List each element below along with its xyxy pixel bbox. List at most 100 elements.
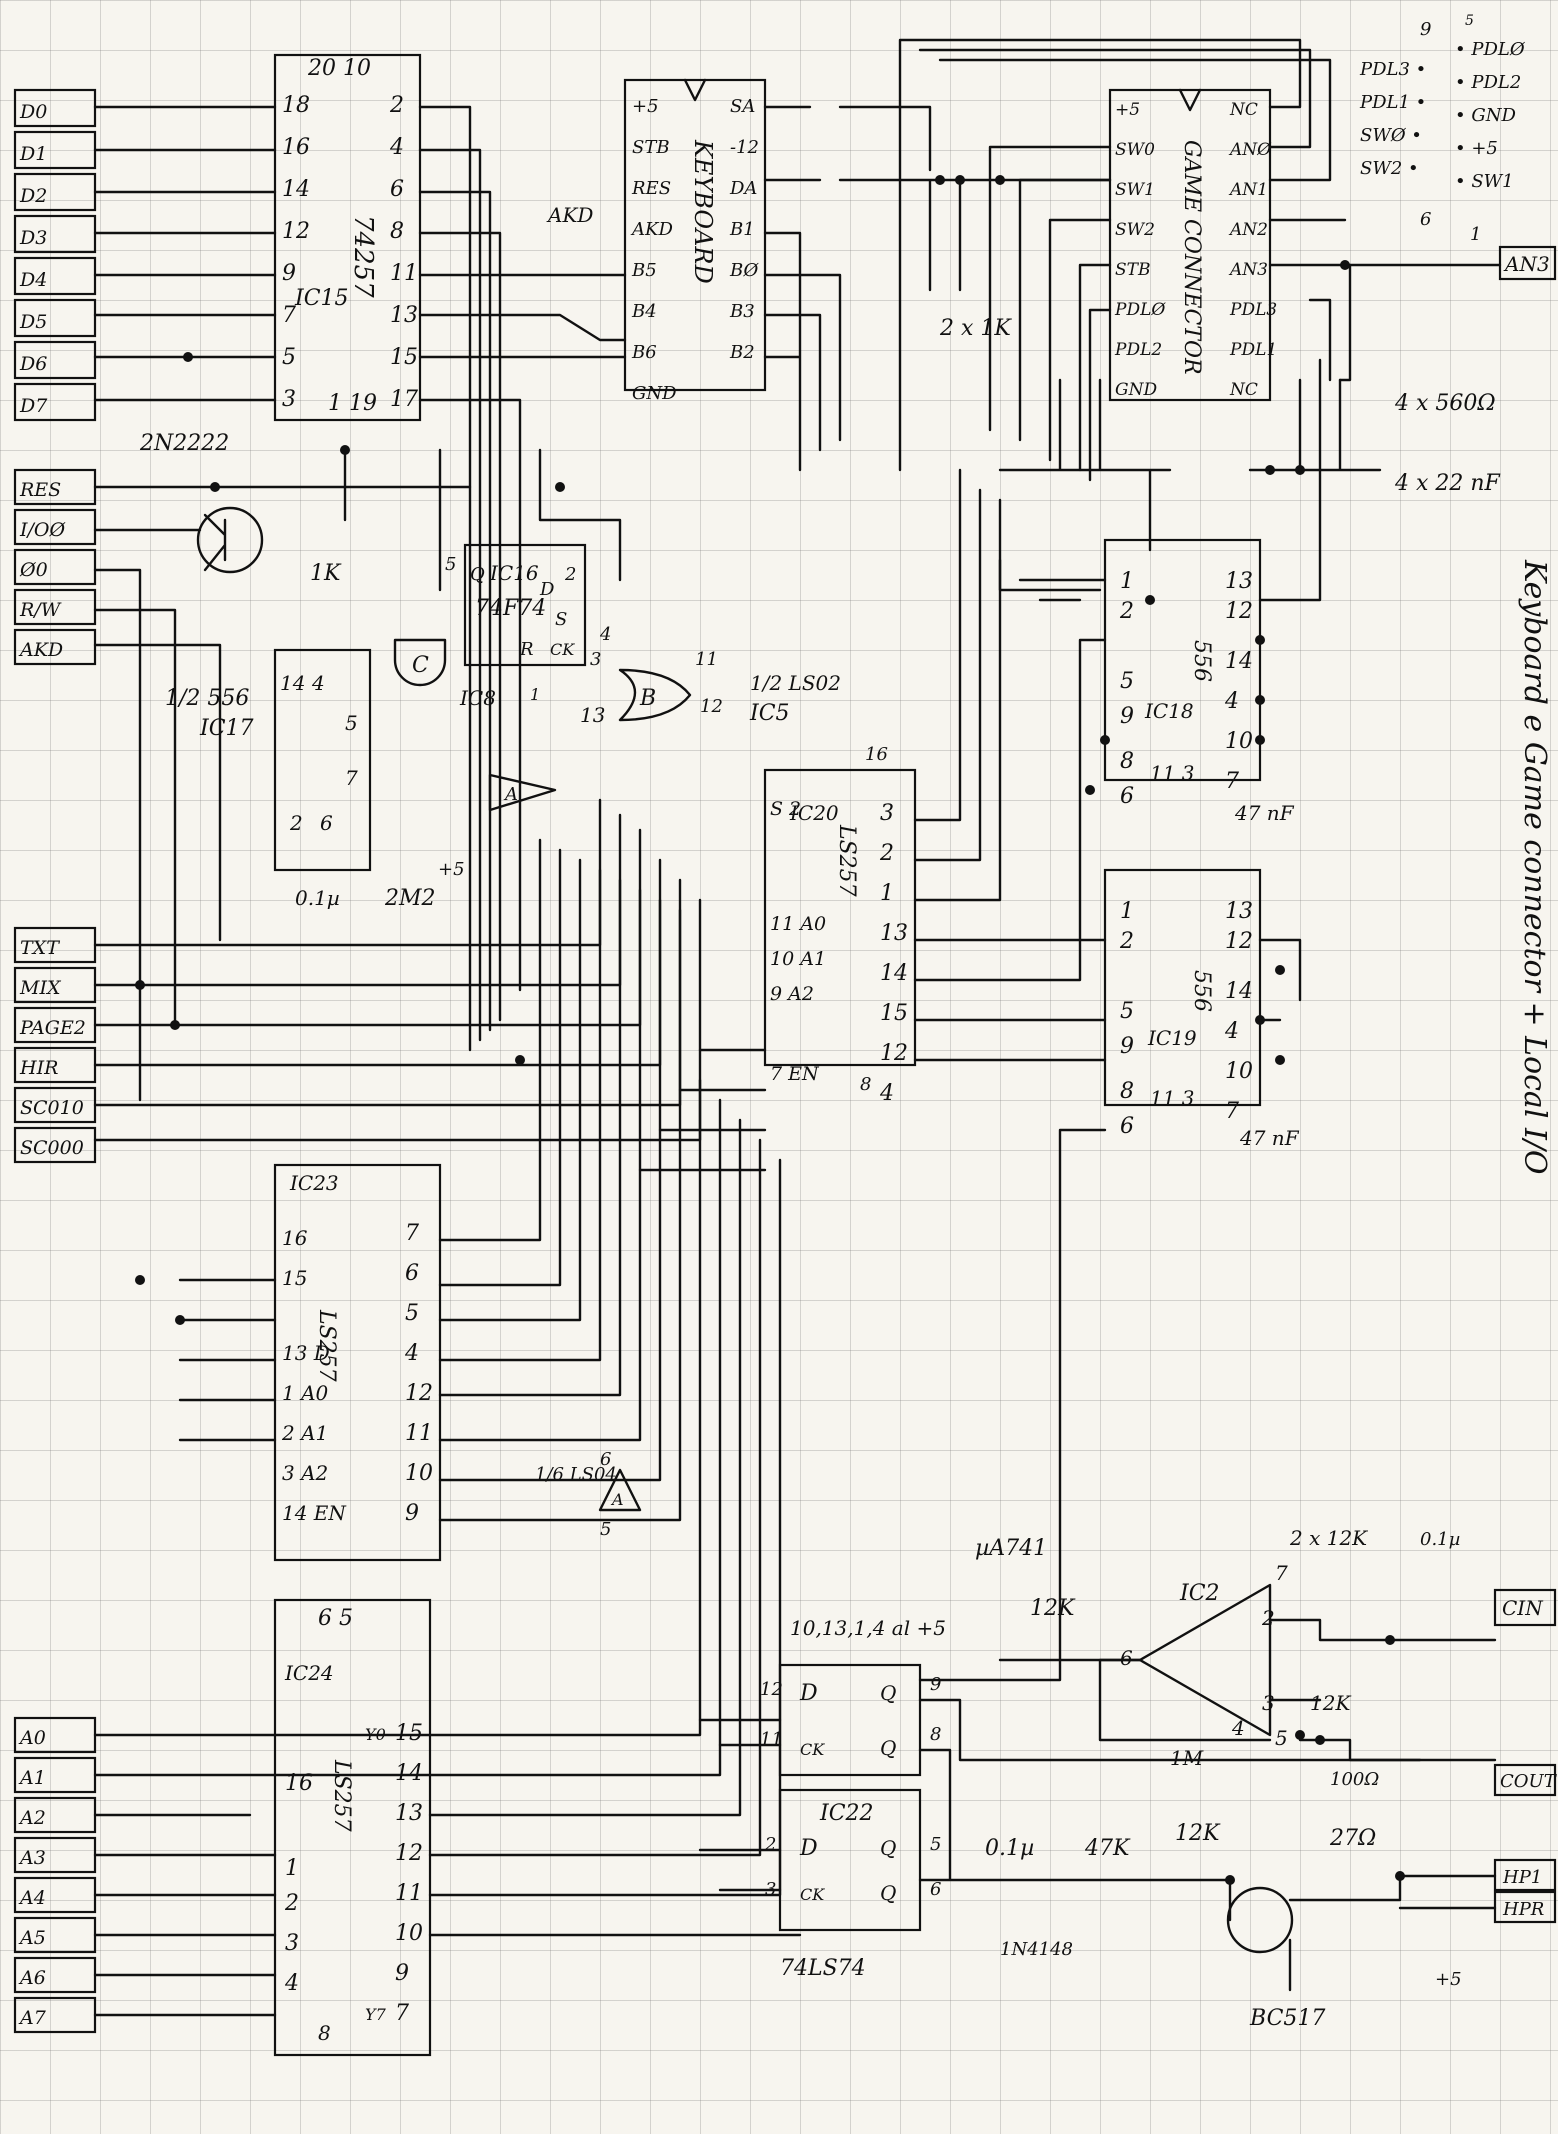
ic16-ck: CK xyxy=(550,640,575,659)
addr-a3-label: A3 xyxy=(18,1847,46,1869)
ic19pins-left: 6 xyxy=(1120,1114,1134,1139)
ic20-right-pin: 4 xyxy=(879,1081,894,1106)
ic19pins-left: 8 xyxy=(1120,1079,1134,1104)
resistor-12k-out: 12K xyxy=(1175,1821,1221,1846)
ic20-name: IC20 xyxy=(789,801,839,825)
junction-dot xyxy=(183,352,193,362)
ic19pins-right: 14 xyxy=(1225,979,1253,1004)
input-d5-label: D5 xyxy=(19,311,47,333)
ic8-c: C xyxy=(412,653,429,678)
game-right-pin: PDL1 xyxy=(1229,340,1277,360)
ctrl-4-label: AKD xyxy=(18,639,63,661)
keyboard-right-pin: B3 xyxy=(729,301,755,322)
junction-dot xyxy=(170,1020,180,1030)
ic24-right-pin: 9 xyxy=(395,1961,409,1986)
ic22-q1: Q xyxy=(880,1681,896,1705)
ic18-name: IC18 xyxy=(1144,699,1194,723)
ic22-right1-pin: 9 xyxy=(930,1674,941,1695)
ic23-left-pin: 15 xyxy=(282,1266,307,1290)
ic16-pin4: 4 xyxy=(599,624,611,645)
ic19-type: 556 xyxy=(1189,970,1214,1012)
junction-dot xyxy=(1315,1735,1325,1745)
ic2-pin: 3 xyxy=(1262,1691,1275,1715)
ctrl-2-label: Ø0 xyxy=(19,559,48,581)
ic23-left-pin: 14 EN xyxy=(282,1501,347,1525)
junction-dot xyxy=(135,1275,145,1285)
game-right-pin: PDL3 xyxy=(1229,300,1277,320)
keyboard-name: KEYBOARD xyxy=(689,139,717,284)
pinout-bottom-left: 6 xyxy=(1420,209,1431,230)
ic19pins-right: 4 xyxy=(1224,1019,1239,1044)
game-left-pin: PDLØ xyxy=(1114,300,1166,320)
ic16-name: IC16 xyxy=(489,561,539,585)
ctrl-3-label: R/W xyxy=(19,599,62,621)
keyboard-right-pin: B1 xyxy=(729,219,755,240)
ic20-left-pin: S 2 xyxy=(770,798,801,820)
ic23-right-pin: 4 xyxy=(404,1341,419,1366)
mode-0-label: TXT xyxy=(20,937,60,959)
resistor-100: 100Ω xyxy=(1330,1769,1379,1790)
ic5-pin13: 13 xyxy=(580,703,605,727)
ic20-right-pin: 2 xyxy=(879,841,894,866)
ic8-nand-gate xyxy=(393,638,447,687)
ic22-left2-pin: 2 xyxy=(764,1834,776,1855)
ic15-left-pin: 12 xyxy=(282,219,310,244)
ic19pins-right: 10 xyxy=(1225,1059,1253,1084)
ic5-type: 1/2 LS02 xyxy=(750,671,841,695)
ic5-pin11: 11 xyxy=(695,649,718,670)
ic22-type: 74LS74 xyxy=(780,1956,866,1981)
junction-dot xyxy=(1275,1055,1285,1065)
junction-dot xyxy=(135,980,145,990)
ctrl-1-box xyxy=(13,508,97,546)
mode-5-label: SC000 xyxy=(20,1137,84,1159)
ic17-type: 1/2 556 xyxy=(165,686,249,711)
ic2-r12k3: 12K xyxy=(1310,1691,1351,1715)
ic18pins-left: 9 xyxy=(1120,704,1134,729)
ic17-pin4: 4 xyxy=(311,671,325,695)
input-d6-box xyxy=(13,340,97,380)
pinout-bottom-right: 1 xyxy=(1470,224,1481,245)
ctrl-3-box xyxy=(13,588,97,626)
mode-1-label: MIX xyxy=(19,977,62,999)
ic22-left1-pin: 12 xyxy=(760,1679,783,1700)
keyboard-left-pin: B6 xyxy=(631,342,657,363)
ic16-body xyxy=(463,543,587,667)
ic19pins-left: 1 xyxy=(1120,899,1134,924)
game-connector-body xyxy=(1108,88,1272,402)
ic23-body xyxy=(273,1163,442,1562)
input-d7-box xyxy=(13,382,97,422)
ic23-name: IC23 xyxy=(289,1171,339,1195)
ic15-body xyxy=(273,53,422,422)
ic19-bottom: 11 3 xyxy=(1150,1086,1195,1110)
ic17-pin6: 6 xyxy=(320,811,333,835)
ic20-left-pin: 11 A0 xyxy=(770,913,826,935)
keyboard-left-pin: AKD xyxy=(630,219,673,240)
ic24-name: IC24 xyxy=(284,1661,334,1685)
keyboard-left-pin: RES xyxy=(631,178,671,199)
ic22-right2-pin: 5 xyxy=(930,1834,941,1855)
resistor-1k: 1K xyxy=(310,561,342,586)
mode-5-box xyxy=(13,1126,97,1164)
transistor2-label: BC517 xyxy=(1249,2006,1325,2031)
junction-dot xyxy=(1275,965,1285,975)
ic17-pin5: 5 xyxy=(345,711,358,735)
timing-plus5: +5 xyxy=(438,859,465,880)
transistor1-label: 2N2222 xyxy=(139,431,229,456)
junction-dot xyxy=(340,445,350,455)
ic19pins-right: 13 xyxy=(1225,899,1253,924)
ic2-r12k: 12K xyxy=(1030,1596,1076,1621)
ic19pins-right: 12 xyxy=(1225,929,1253,954)
ic18pins-right: 13 xyxy=(1225,569,1253,594)
ic2-cap: 0.1µ xyxy=(1420,1529,1460,1550)
junction-dot xyxy=(1255,1015,1265,1025)
ic20-body xyxy=(763,768,917,1067)
junction-dot xyxy=(1085,785,1095,795)
ic19pins-left: 9 xyxy=(1120,1034,1134,1059)
ic20-right-pin: 13 xyxy=(880,921,908,946)
ic19-name: IC19 xyxy=(1147,1026,1197,1050)
ic5-name: IC5 xyxy=(749,701,790,726)
ic19pins-left: 5 xyxy=(1120,999,1134,1024)
